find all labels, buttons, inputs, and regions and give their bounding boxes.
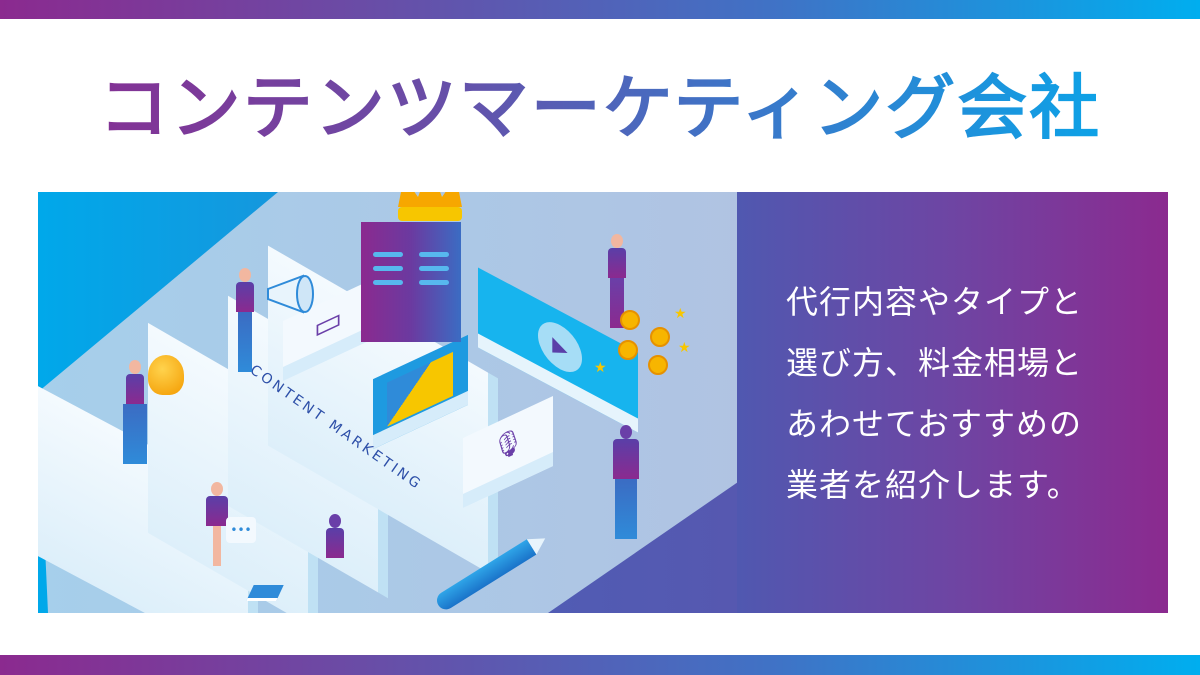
- person-lightbulb: [123, 360, 147, 464]
- description-line: 代行内容やタイプと: [786, 283, 1084, 321]
- bottom-gradient-bar: [0, 655, 1200, 675]
- play-icon: ▶: [538, 313, 582, 381]
- smiley-coin-icon: [650, 327, 670, 347]
- ranking-tower: [361, 222, 461, 342]
- smiley-coin-icon: [648, 355, 668, 375]
- person-tablet: [608, 234, 626, 328]
- star-icon: ★: [594, 360, 607, 376]
- hero-description: 代行内容やタイプと 選び方、料金相場と あわせておすすめの 業者を紹介します。: [786, 272, 1146, 516]
- star-icon: ★: [678, 340, 691, 356]
- description-panel: [737, 192, 1168, 613]
- star-icon: ★: [674, 306, 687, 322]
- person-sitting-phone: [206, 482, 228, 566]
- chat-bubble-icon: •••: [226, 517, 256, 543]
- smiley-coin-icon: [618, 340, 638, 360]
- content-marketing-illustration: ▭ ▶ 🎙 CONTENT MARKETING: [38, 192, 738, 613]
- person-laptop: [326, 514, 344, 558]
- person-megaphone: [236, 268, 254, 372]
- description-line: 業者を紹介します。: [786, 466, 1080, 504]
- page-title: コンテンツマーケティング会社: [0, 58, 1200, 158]
- lightbulb-icon: [148, 355, 184, 395]
- hero-banner: ▭ ▶ 🎙 CONTENT MARKETING: [38, 192, 1168, 613]
- crown-icon: [398, 192, 462, 221]
- megaphone-icon: [267, 274, 314, 314]
- description-line: 選び方、料金相場と: [786, 344, 1084, 382]
- smiley-coin-icon: [620, 310, 640, 330]
- description-line: あわせておすすめの: [786, 405, 1083, 443]
- top-gradient-bar: [0, 0, 1200, 19]
- person-walking: [613, 425, 639, 539]
